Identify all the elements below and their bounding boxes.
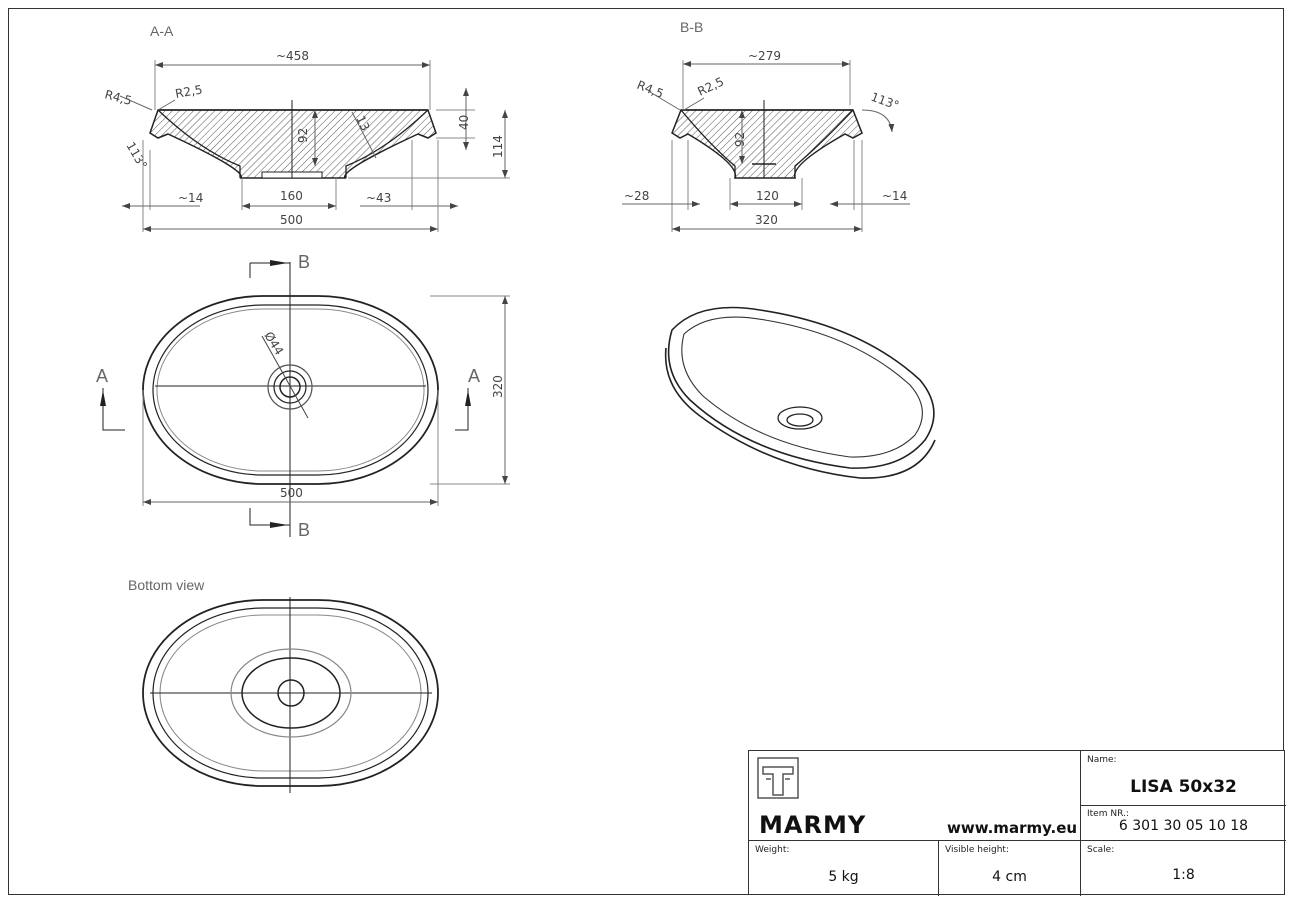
bb-total320: 320 [755, 213, 778, 227]
bb-depth: 92 [733, 132, 747, 147]
bb-profile [671, 109, 863, 179]
aa-h114: 114 [491, 135, 505, 158]
bb-right14: ~14 [882, 189, 907, 203]
bb-base120: 120 [756, 189, 779, 203]
section-aa: A-A ~458 R4,5 R2,5 113° 92 13 40 114 ~14 [103, 23, 510, 232]
aa-right43: ~43 [366, 191, 391, 205]
plan-view: Ø44 B B A A 320 500 [96, 252, 510, 540]
aa-h40: 40 [457, 115, 471, 130]
brand-name: MARMY [759, 811, 867, 839]
title-block: MARMY www.marmy.eu Name: LISA 50x32 Item… [748, 750, 1286, 896]
bb-r-outer: R4,5 [635, 78, 666, 101]
aa-r-inner: R2,5 [174, 82, 203, 101]
name-label: Name: [1087, 755, 1117, 765]
visible-height-label: Visible height: [945, 845, 1009, 855]
brand-cell: MARMY www.marmy.eu [749, 751, 1081, 841]
aa-wall: 13 [353, 113, 372, 133]
name-value: LISA 50x32 [1130, 777, 1237, 797]
bottom-view: Bottom view [128, 577, 439, 793]
section-aa-label: A-A [150, 23, 174, 39]
plan-a-marker-right: A [468, 366, 480, 386]
section-bb: B-B ~279 R4,5 R2,5 113° 92 ~28 120 ~14 3… [622, 19, 910, 232]
weight-label: Weight: [755, 845, 790, 855]
aa-base160: 160 [280, 189, 303, 203]
scale-value: 1:8 [1172, 867, 1195, 883]
weight-value: 5 kg [828, 869, 859, 885]
plan-b-marker-top: B [298, 252, 310, 272]
plan-drain-dim: Ø44 [261, 329, 286, 357]
drawing-frame [8, 8, 1284, 895]
section-bb-label: B-B [680, 19, 703, 35]
isometric-view [664, 306, 936, 479]
aa-profile [149, 109, 437, 179]
iso-drain [777, 406, 823, 430]
plan-b-marker-bottom: B [298, 520, 310, 540]
scale-cell: Scale: 1:8 [1081, 841, 1286, 896]
visible-height-value: 4 cm [992, 869, 1027, 885]
website-link[interactable]: www.marmy.eu [947, 819, 1078, 837]
item-label: Item NR.: [1087, 809, 1129, 819]
drain-outer [267, 364, 313, 410]
aa-depth: 92 [296, 128, 310, 143]
bottom-view-label: Bottom view [128, 577, 205, 593]
plan-a-marker-left: A [96, 366, 108, 386]
weight-cell: Weight: 5 kg [749, 841, 939, 896]
scale-label: Scale: [1087, 845, 1115, 855]
aa-total500: 500 [280, 213, 303, 227]
aa-angle: 113° [123, 140, 150, 172]
plan-width500: 500 [280, 486, 303, 500]
name-cell: Name: LISA 50x32 [1081, 751, 1286, 806]
bb-left28: ~28 [624, 189, 649, 203]
bb-angle: 113° [869, 90, 901, 113]
bb-r-inner: R2,5 [695, 74, 726, 98]
bb-width-top: ~279 [748, 49, 781, 63]
plan-height320: 320 [491, 375, 505, 398]
visible-height-cell: Visible height: 4 cm [939, 841, 1081, 896]
aa-r-outer: R4,5 [103, 87, 133, 108]
marmy-tap-logo-icon [757, 757, 799, 799]
aa-width-top: ~458 [276, 49, 309, 63]
aa-left14: ~14 [178, 191, 203, 205]
item-value: 6 301 30 05 10 18 [1118, 818, 1249, 834]
item-cell: Item NR.: 6 301 30 05 10 18 [1081, 806, 1286, 841]
